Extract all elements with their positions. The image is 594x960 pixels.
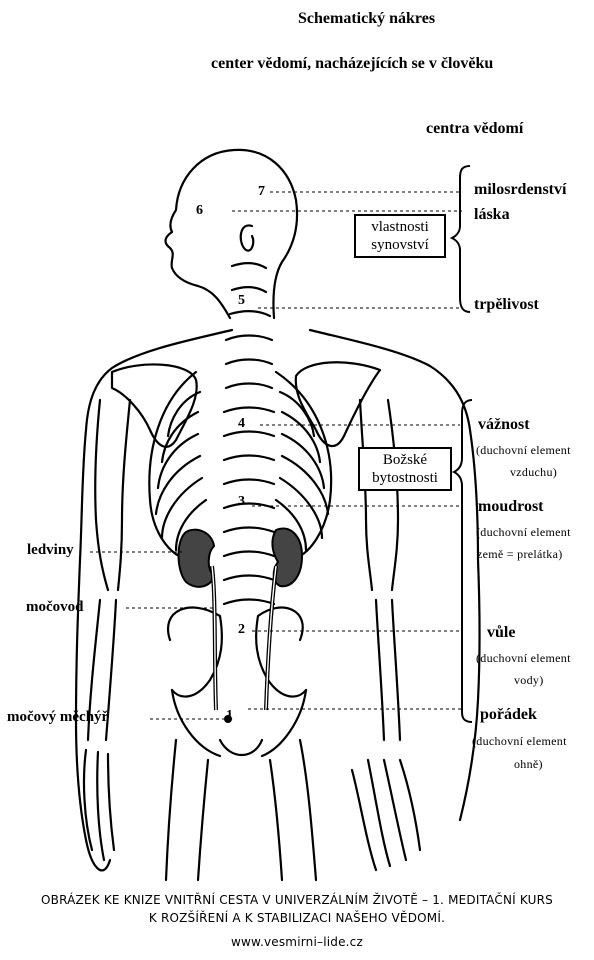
label-moudrost-sub2: země = prelátka) bbox=[477, 547, 563, 561]
label-moudrost-sub1: (duchovní element bbox=[476, 525, 571, 539]
box-bozske-bytostnosti: Božské bytostnosti bbox=[358, 447, 452, 491]
label-vaznost: vážnost bbox=[478, 416, 530, 433]
left-humerus bbox=[94, 398, 110, 592]
label-vule: vůle bbox=[487, 624, 516, 641]
box-vlastnosti-synovstvi: vlastnosti synovství bbox=[354, 214, 446, 258]
right-kidney bbox=[271, 527, 304, 588]
label-poradek-sub1: (duchovní element bbox=[472, 734, 567, 748]
center-3: 3 bbox=[238, 494, 245, 509]
spine bbox=[228, 262, 272, 318]
title-line-2: center vědomí, nacházejících se v člověk… bbox=[211, 55, 494, 72]
center-2: 2 bbox=[238, 622, 245, 637]
center-5: 5 bbox=[238, 293, 245, 308]
label-poradek-sub2: ohně) bbox=[514, 757, 543, 771]
label-ledviny: ledviny bbox=[27, 542, 74, 558]
caption-line-2: K ROZŠÍŘENÍ A K STABILIZACI NAŠEHO VĚDOM… bbox=[148, 911, 446, 925]
title-line-1: Schematický nákres bbox=[298, 10, 436, 27]
label-vaznost-sub2: vzduchu) bbox=[510, 465, 558, 479]
label-mocovod: močovod bbox=[26, 599, 84, 615]
caption-line-1: OBRÁZEK KE KNIZE VNITŘNÍ CESTA V UNIVERZ… bbox=[41, 893, 553, 907]
label-mocovy-mechyr: močový měchýř bbox=[7, 709, 109, 725]
title-line-3: centra vědomí bbox=[426, 120, 524, 137]
left-femur bbox=[164, 738, 210, 882]
label-milosrdenstvi: milosrdenství bbox=[474, 181, 567, 198]
box-bozske-line2: bytostnosti bbox=[372, 470, 438, 486]
brace-top bbox=[449, 165, 471, 313]
center-1: 1 bbox=[226, 708, 233, 723]
label-poradek: pořádek bbox=[480, 706, 537, 723]
label-vule-sub1: (duchovní element bbox=[476, 651, 571, 665]
box-vlastnosti-line2: synovství bbox=[371, 237, 429, 253]
body-outline bbox=[74, 328, 234, 872]
right-humerus bbox=[358, 398, 374, 592]
left-scapula bbox=[110, 363, 198, 448]
label-laska: láska bbox=[474, 206, 510, 223]
box-bozske-line1: Božské bbox=[382, 452, 428, 468]
label-moudrost: moudrost bbox=[478, 498, 544, 515]
right-femur bbox=[268, 738, 318, 882]
right-hand bbox=[350, 758, 422, 872]
label-vaznost-sub1: (duchovní element bbox=[476, 443, 571, 457]
center-4: 4 bbox=[238, 416, 245, 431]
bladder-point bbox=[224, 715, 232, 723]
center-7: 7 bbox=[258, 184, 265, 199]
center-6: 6 bbox=[196, 203, 203, 218]
box-vlastnosti-line1: vlastnosti bbox=[371, 219, 429, 235]
brace-bottom bbox=[451, 399, 473, 723]
ear bbox=[239, 224, 255, 252]
label-trpelivost: trpělivost bbox=[474, 296, 539, 313]
rib-cage bbox=[148, 370, 333, 562]
label-vule-sub2: vody) bbox=[514, 673, 544, 687]
left-hand bbox=[82, 748, 116, 862]
pelvis bbox=[167, 606, 308, 698]
caption-line-3: www.vesmirni–lide.cz bbox=[231, 935, 363, 949]
left-kidney bbox=[177, 528, 216, 588]
head-outline bbox=[164, 148, 299, 320]
